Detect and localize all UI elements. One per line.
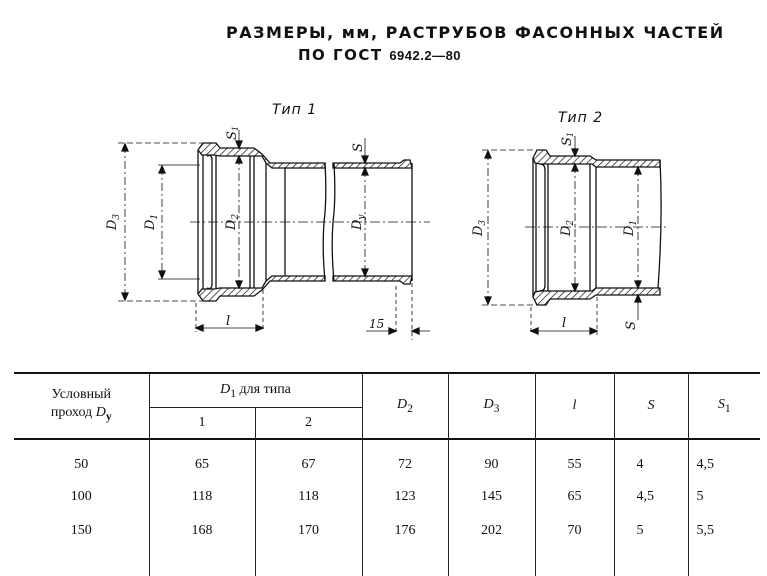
header-d3-sub: 3: [493, 401, 500, 415]
type-1-drawing: [118, 130, 430, 340]
dim-label-s-type2: S: [624, 321, 639, 330]
figure-label-type-1: Тип 1: [272, 102, 318, 118]
header-s1-sub: 1: [724, 401, 731, 415]
dim-label-15: 15: [369, 317, 384, 331]
cell-d2: 72: [361, 439, 448, 480]
cell-d3: 90: [447, 439, 535, 480]
header-d1-text: для типа: [239, 381, 291, 397]
dim-label-d3-type1: D3: [105, 214, 122, 231]
cell-s: 4,5: [613, 480, 688, 514]
header-nominal-sub: у: [105, 409, 112, 423]
cell-s1: 4,5: [687, 439, 760, 480]
table-row: 150 168 170 176 202 70 5 5,5: [14, 514, 760, 548]
dim-label-d3-type2: D3: [471, 220, 488, 237]
cell-d1-type1: 118: [148, 480, 255, 514]
cell-dy: 50: [74, 457, 89, 472]
header-nominal-line2: проход: [50, 405, 93, 421]
cell-d3: 202: [447, 514, 535, 548]
cell-d1-type2: 118: [254, 480, 362, 514]
cell-l: 55: [534, 439, 614, 480]
header-d2: D2: [361, 373, 448, 439]
cell-d2: 123: [361, 480, 448, 514]
cell-d3: 145: [447, 480, 535, 514]
header-d3: D3: [447, 373, 535, 439]
title-standard-prefix: ПО ГОСТ: [298, 46, 383, 64]
table-row: 50 65 67 72 90 55 4 4,5: [14, 439, 760, 480]
header-d1-sub: 1: [230, 386, 237, 400]
figure-label-type-2: Тип 2: [558, 110, 604, 126]
socket-drawings: D3 D1 D2 Dy S1 S l 15: [105, 126, 668, 340]
dim-label-d1-type1: D1: [143, 214, 160, 231]
cell-s: 4: [613, 439, 688, 480]
dim-label-d2-type2: D2: [559, 220, 576, 237]
socket-dimensions-table: Условный проход Dу D1 для типа D2 D3 l S…: [14, 372, 760, 576]
cell-dy: 100: [70, 489, 92, 504]
document-title: РАЗМЕРЫ, мм, РАСТРУБОВ ФАСОННЫХ ЧАСТЕЙ П…: [226, 22, 766, 67]
header-s1-symbol: S: [717, 397, 725, 413]
header-d2-symbol: D: [397, 397, 408, 413]
cell-d1-type2: 67: [254, 439, 362, 480]
header-d3-symbol: D: [483, 397, 494, 413]
cell-d2: 176: [361, 514, 448, 548]
header-d1-type2: 2: [254, 407, 362, 439]
cell-s1: 5,5: [687, 514, 760, 548]
cell-d1-type2: 170: [254, 514, 362, 548]
header-d1-type1: 1: [148, 407, 255, 439]
cell-d1-type1: 168: [148, 514, 255, 548]
cell-l: 70: [534, 514, 614, 548]
title-line-2: ПО ГОСТ 6942.2—80: [226, 44, 766, 67]
header-s1: S1: [687, 373, 760, 439]
cell-l: 65: [534, 480, 614, 514]
table-row-spacer: [14, 548, 760, 576]
header-nominal-line1: Условный: [51, 387, 111, 403]
header-d2-sub: 2: [407, 401, 413, 415]
dim-label-s1-type1: S1: [225, 126, 240, 140]
cell-dy: 150: [70, 523, 92, 538]
table-row: 100 118 118 123 145 65 4,5 5: [14, 480, 760, 514]
dim-label-l-type1: l: [226, 314, 230, 329]
dim-label-s-type1: S: [351, 143, 366, 152]
dim-label-l-type2: l: [562, 316, 566, 331]
header-nominal-bore: Условный проход Dу: [14, 373, 149, 439]
dim-label-d2-type1: D2: [224, 214, 241, 231]
cell-s: 5: [613, 514, 688, 548]
type-2-drawing: [482, 136, 668, 335]
header-nominal-symbol: D: [95, 405, 106, 421]
header-l: l: [534, 373, 614, 439]
header-d1-symbol: D: [220, 381, 231, 397]
header-s: S: [613, 373, 688, 439]
cell-d1-type1: 65: [148, 439, 255, 480]
title-line-1: РАЗМЕРЫ, мм, РАСТРУБОВ ФАСОННЫХ ЧАСТЕЙ: [226, 23, 725, 42]
dim-label-d1-type2: D1: [622, 220, 639, 237]
title-standard-number: 6942.2—80: [389, 48, 462, 63]
dim-label-s1-type2: S1: [560, 132, 575, 146]
header-d1-group: D1 для типа: [148, 373, 362, 408]
cell-s1: 5: [687, 480, 760, 514]
dim-label-dy-type1: Dy: [350, 214, 367, 231]
